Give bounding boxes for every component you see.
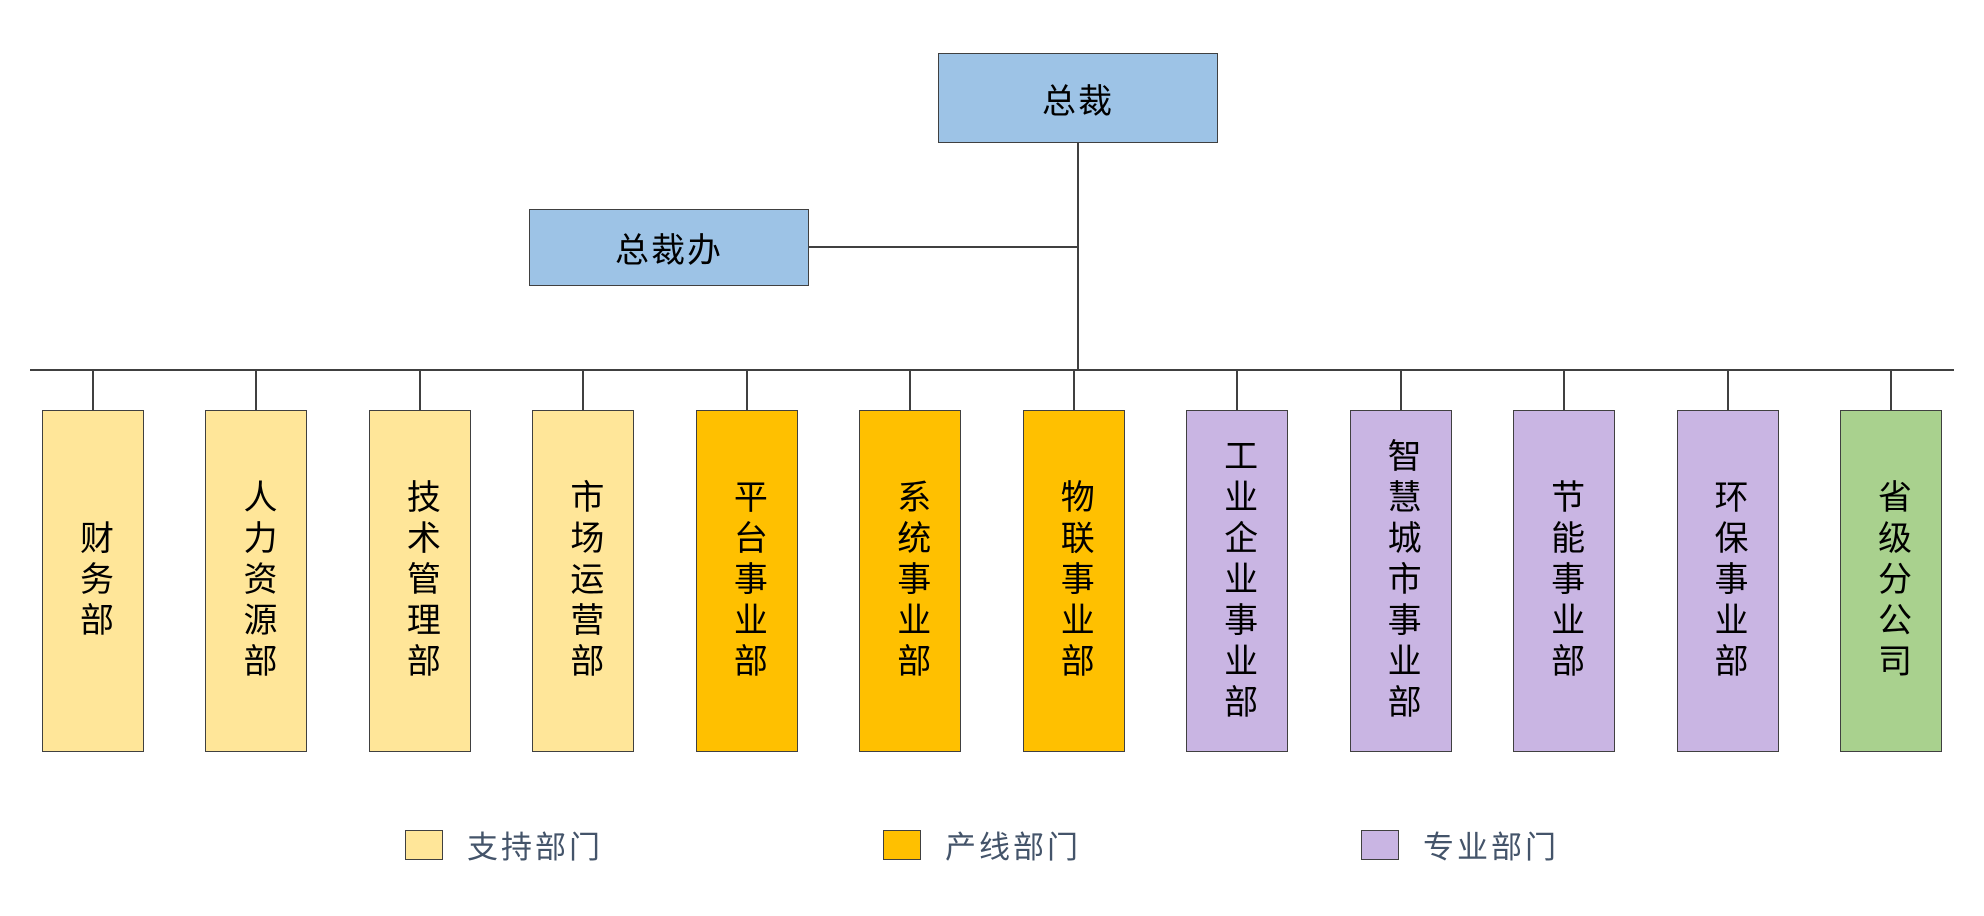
- legend-label: 产线部门: [945, 830, 1081, 865]
- department-product: 物联事业部: [1022, 371, 1125, 752]
- department-support: 财务部: [42, 371, 144, 752]
- department-box: 技术管理部: [368, 410, 471, 752]
- department-label: 人力资源部: [237, 478, 275, 684]
- department-box: 节能事业部: [1513, 410, 1616, 752]
- president-office-box: 总裁办: [529, 209, 809, 286]
- legend-swatch: [405, 829, 443, 860]
- connector-stub: [418, 371, 421, 410]
- department-box: 平台事业部: [695, 410, 798, 752]
- department-branch: 省级分公司: [1839, 371, 1942, 752]
- department-support: 技术管理部: [368, 371, 471, 752]
- department-box: 物联事业部: [1022, 410, 1125, 752]
- department-label: 物联事业部: [1055, 478, 1093, 684]
- department-box: 人力资源部: [205, 410, 308, 752]
- department-label: 节能事业部: [1545, 478, 1583, 684]
- connector-main-horizontal: [30, 369, 1954, 371]
- department-professional: 环保事业部: [1676, 371, 1779, 752]
- department-box: 财务部: [42, 410, 144, 752]
- connector-stub: [582, 371, 585, 410]
- connector-stub: [255, 371, 258, 410]
- department-professional: 节能事业部: [1513, 371, 1616, 752]
- president-office-label: 总裁办: [615, 233, 723, 270]
- department-label: 省级分公司: [1872, 478, 1910, 684]
- legend-label: 专业部门: [1423, 830, 1559, 865]
- department-support: 人力资源部: [205, 371, 308, 752]
- department-label: 平台事业部: [728, 478, 766, 684]
- connector-stub: [1399, 371, 1402, 410]
- legend-item-product: 产线部门: [883, 822, 1081, 867]
- president-label: 总裁: [1042, 83, 1114, 121]
- department-box: 省级分公司: [1839, 410, 1942, 752]
- department-label: 环保事业部: [1709, 478, 1747, 684]
- department-box: 工业企业事业部: [1186, 410, 1289, 752]
- connector-office-branch: [806, 246, 1078, 248]
- connector-stub: [745, 371, 748, 410]
- connector-stub: [92, 371, 94, 410]
- connector-stub: [1072, 371, 1075, 410]
- connector-stub: [1236, 371, 1239, 410]
- department-professional: 智慧城市事业部: [1349, 371, 1452, 752]
- department-box: 市场运营部: [532, 410, 635, 752]
- president-box: 总裁: [938, 53, 1218, 143]
- department-professional: 工业企业事业部: [1186, 371, 1289, 752]
- connector-stub: [1889, 371, 1892, 410]
- legend: 支持部门 产线部门 专业部门: [405, 822, 1559, 867]
- department-product: 系统事业部: [859, 371, 962, 752]
- department-box: 系统事业部: [859, 410, 962, 752]
- department-label: 技术管理部: [401, 478, 439, 684]
- department-label: 系统事业部: [891, 478, 929, 684]
- connector-president-drop: [1077, 142, 1079, 370]
- connector-stub: [909, 371, 912, 410]
- legend-item-professional: 专业部门: [1361, 822, 1559, 867]
- department-label: 市场运营部: [564, 478, 602, 684]
- department-label: 工业企业事业部: [1218, 437, 1256, 725]
- connector-stub: [1563, 371, 1566, 410]
- department-support: 市场运营部: [532, 371, 635, 752]
- department-box: 智慧城市事业部: [1349, 410, 1452, 752]
- connector-stub: [1726, 371, 1729, 410]
- legend-label: 支持部门: [467, 830, 603, 865]
- department-box: 环保事业部: [1676, 410, 1779, 752]
- legend-swatch: [1361, 829, 1399, 860]
- department-product: 平台事业部: [695, 371, 798, 752]
- legend-swatch: [883, 829, 921, 860]
- departments-row: 财务部 人力资源部 技术管理部 市场运营部 平台事业部 系统事业部 物联事业部: [42, 371, 1942, 752]
- legend-item-support: 支持部门: [405, 822, 603, 867]
- department-label: 智慧城市事业部: [1382, 437, 1420, 725]
- department-label: 财务部: [74, 519, 112, 643]
